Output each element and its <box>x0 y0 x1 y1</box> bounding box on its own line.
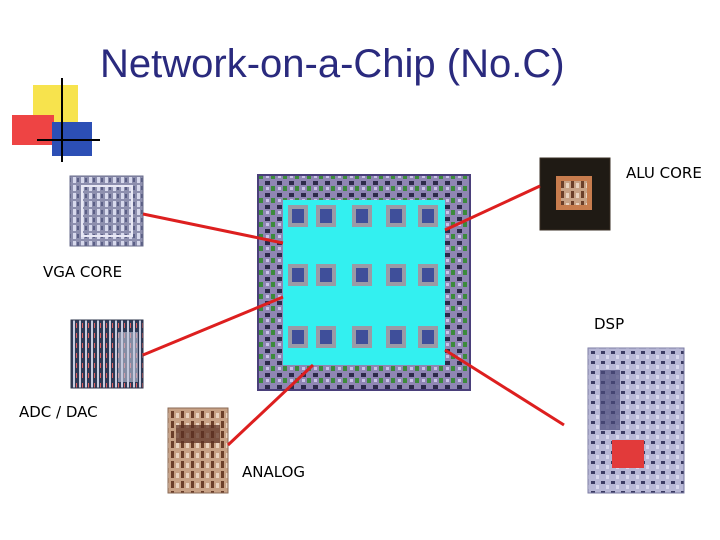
link-adc-dac <box>142 295 284 357</box>
noc-node-row-2 <box>288 264 438 286</box>
analog-label: ANALOG <box>242 463 305 481</box>
noc-chip <box>257 174 471 391</box>
vga-core-die <box>69 175 144 247</box>
slide-title: Network-on-a-Chip (No.C) <box>100 42 565 86</box>
dsp-die <box>587 347 685 494</box>
alu-core-label: ALU CORE <box>626 164 702 182</box>
link-alu <box>444 184 541 232</box>
alu-core-die <box>539 157 611 231</box>
link-dsp <box>444 348 565 427</box>
noc-links <box>142 184 565 447</box>
link-vga <box>142 212 284 245</box>
adc-dac-die <box>70 319 144 389</box>
analog-die <box>167 407 229 494</box>
dsp-label: DSP <box>594 315 625 333</box>
noc-node-row-3 <box>288 326 438 348</box>
link-analog <box>226 363 315 447</box>
vga-core-label: VGA CORE <box>43 263 123 281</box>
noc-node-row-1 <box>288 205 438 227</box>
adc-dac-label: ADC / DAC <box>19 403 98 421</box>
